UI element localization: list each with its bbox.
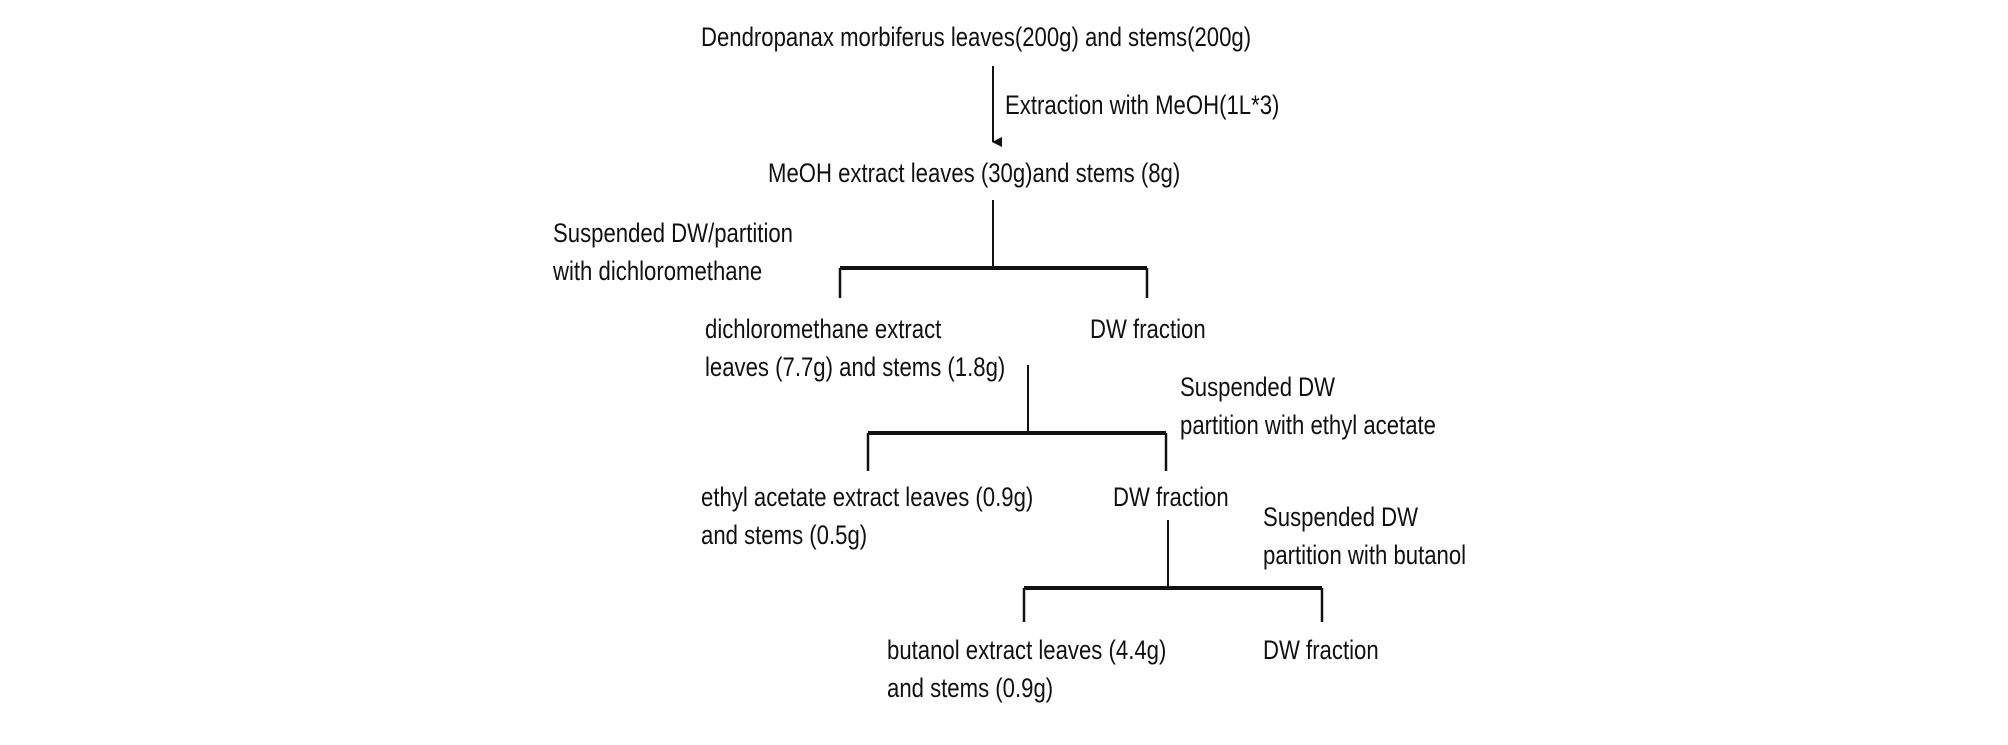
dcm-extract-line-1: dichloromethane extract [705,314,942,344]
dw-fraction-2-label: DW fraction [1113,482,1229,512]
dcm-partition-step-line-1: Suspended DW/partition [553,218,793,248]
ea-extract-label: ethyl acetate extract leaves (0.9g) and … [701,478,1033,554]
dcm-partition-step-label: Suspended DW/partition with dichlorometh… [553,214,793,290]
dw-fraction-1-label: DW fraction [1090,314,1206,344]
butanol-partition-step-label: Suspended DW partition with butanol [1263,498,1466,574]
butanol-partition-step-line-2: partition with butanol [1263,540,1467,570]
ea-extract-line-2: and stems (0.5g) [701,520,868,550]
ea-partition-step-line-1: Suspended DW [1180,372,1336,402]
butanol-extract-line-1: butanol extract leaves (4.4g) [887,635,1167,665]
dcm-partition-step-line-2: with dichloromethane [553,256,763,286]
dcm-extract-label: dichloromethane extract leaves (7.7g) an… [705,310,1005,386]
ea-partition-step-line-2: partition with ethyl acetate [1180,410,1436,440]
ea-extract-line-1: ethyl acetate extract leaves (0.9g) [701,482,1034,512]
butanol-extract-line-2: and stems (0.9g) [887,673,1054,703]
butanol-partition-step-line-1: Suspended DW [1263,502,1419,532]
meoh-extract-label: MeOH extract leaves (30g)and stems (8g) [768,158,1181,188]
root-material-label: Dendropanax morbiferus leaves(200g) and … [701,22,1252,52]
ea-partition-step-label: Suspended DW partition with ethyl acetat… [1180,368,1436,444]
dw-fraction-3-label: DW fraction [1263,635,1379,665]
dcm-extract-line-2: leaves (7.7g) and stems (1.8g) [705,352,1006,382]
butanol-extract-label: butanol extract leaves (4.4g) and stems … [887,631,1166,707]
extraction-step-label: Extraction with MeOH(1L*3) [1005,90,1280,120]
